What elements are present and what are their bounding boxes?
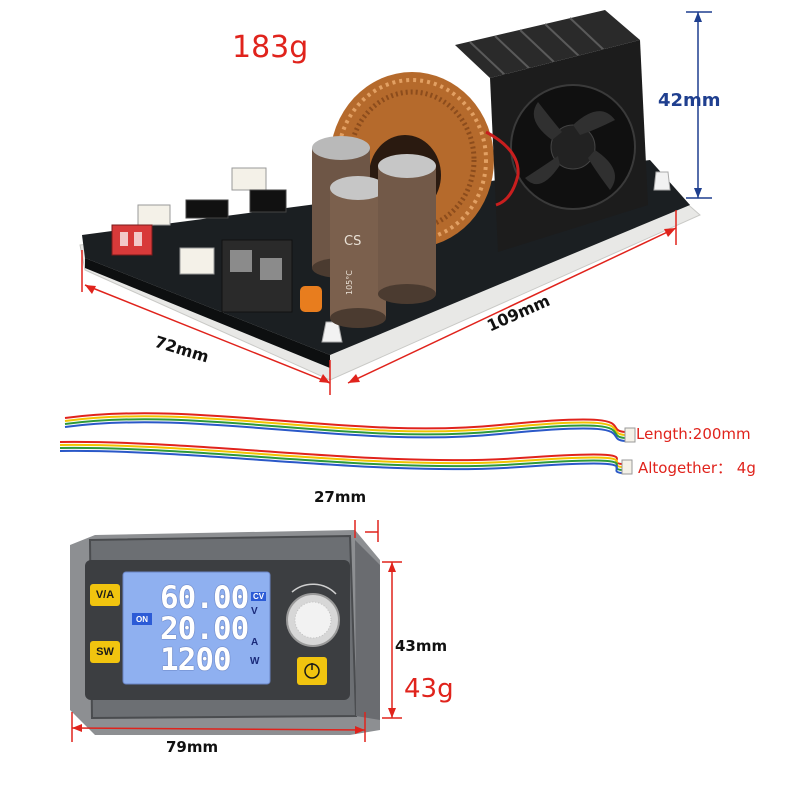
voltage-reading: 60.00 [160, 580, 249, 616]
height-label: 42mm [658, 90, 721, 111]
cooling-fan [455, 10, 648, 252]
cable-weight-label: Altogether： 4g [638, 459, 756, 477]
depth-label: 27mm [314, 488, 367, 506]
va-button[interactable]: V/A [90, 584, 120, 606]
terminal-block [221, 239, 293, 313]
connector-top-left [231, 167, 267, 191]
chip [249, 189, 287, 213]
rotary-knob[interactable] [286, 593, 340, 647]
width-dimension-line [84, 284, 331, 384]
power-reading: 1200 [160, 642, 232, 678]
film-capacitor [300, 286, 322, 312]
sw-button[interactable]: SW [90, 641, 120, 663]
cable-lower [59, 440, 623, 474]
panel-height-label: 43mm [395, 637, 448, 655]
board-weight-label: 183g [232, 30, 309, 65]
connector-left [137, 204, 171, 226]
watt-unit: W [250, 656, 260, 667]
on-indicator: ON [132, 613, 152, 625]
panel-width-dimension-line [71, 727, 366, 731]
dip-switch [111, 224, 153, 256]
capacitor-middle: CS 105°C [330, 176, 386, 328]
amp-unit: A [251, 637, 259, 648]
capacitor-right [378, 154, 436, 304]
connector-front [179, 247, 215, 275]
lcd-screen [122, 571, 271, 685]
power-button[interactable] [297, 657, 327, 685]
svg-text:105°C: 105°C [345, 270, 354, 295]
volt-unit: V [251, 606, 258, 617]
cable-upper [64, 412, 626, 442]
svg-text:CS: CS [344, 234, 361, 249]
length-dimension-line [347, 227, 677, 384]
current-reading: 20.00 [160, 611, 249, 647]
cable-length-label: Length:200mm [636, 425, 751, 443]
panel-weight-label: 43g [404, 674, 454, 704]
cv-mode-indicator: CV [251, 592, 267, 601]
panel-width-label: 79mm [166, 738, 219, 756]
